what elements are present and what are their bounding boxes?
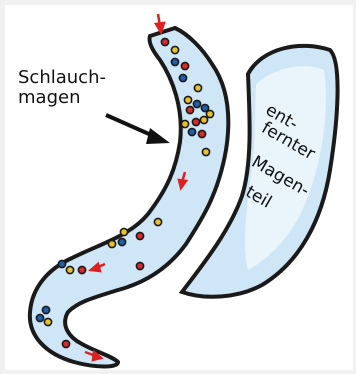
food-particle bbox=[171, 46, 178, 53]
food-particle bbox=[184, 96, 191, 103]
food-particle bbox=[161, 38, 168, 45]
sleeve-label-line: magen bbox=[18, 88, 106, 108]
food-particle bbox=[206, 110, 213, 117]
food-particle bbox=[193, 100, 200, 107]
food-particle bbox=[181, 62, 188, 69]
food-particle bbox=[186, 106, 193, 113]
pointer-arrow bbox=[106, 115, 170, 144]
food-particle bbox=[108, 240, 115, 247]
food-particle bbox=[136, 232, 143, 239]
food-particle bbox=[192, 118, 199, 125]
food-particle bbox=[179, 74, 186, 81]
food-particle bbox=[181, 120, 188, 127]
food-particle bbox=[198, 130, 205, 137]
food-particle bbox=[136, 262, 143, 269]
food-particle bbox=[118, 238, 125, 245]
food-particle bbox=[62, 340, 69, 347]
food-particle bbox=[202, 148, 209, 155]
food-particle bbox=[78, 266, 85, 273]
food-particle bbox=[66, 266, 73, 273]
food-particle bbox=[42, 306, 49, 313]
food-particle bbox=[188, 128, 195, 135]
food-particle bbox=[154, 218, 161, 225]
food-particle bbox=[58, 260, 65, 267]
food-particle bbox=[171, 58, 178, 65]
sleeve-label-line: Schlauch- bbox=[18, 68, 106, 88]
food-particle bbox=[120, 228, 127, 235]
sleeve-stomach-label: Schlauch- magen bbox=[18, 68, 106, 108]
food-particle bbox=[44, 318, 51, 325]
flow-arrow bbox=[156, 14, 164, 32]
food-particle bbox=[200, 116, 207, 123]
food-particle bbox=[194, 84, 201, 91]
food-particle bbox=[36, 314, 43, 321]
